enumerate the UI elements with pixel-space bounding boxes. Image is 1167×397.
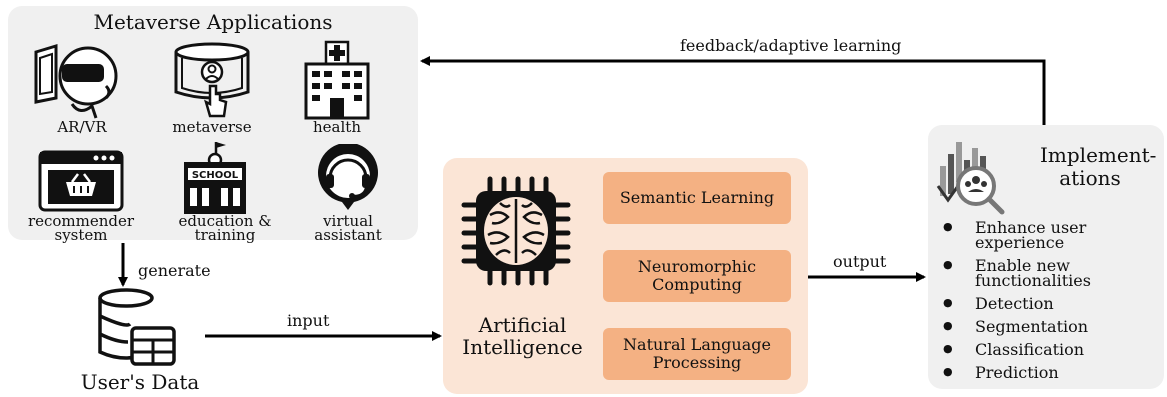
impl-item-1: Enable new functionalities: [975, 256, 1091, 291]
ai-module-neuromorphic-computing: Neuromorphic Computing: [603, 250, 791, 302]
app-label-recommender: recommender system: [27, 212, 135, 245]
list-item: Enhance user experience: [943, 218, 1105, 253]
ai-module-neuromorphic-label: Neuromorphic Computing: [637, 256, 757, 294]
metaverse-title: Metaverse Applications: [93, 10, 333, 34]
impl-item-2: Detection: [975, 294, 1054, 314]
impl-item-0: Enhance user experience: [975, 218, 1087, 253]
impl-item-5: Prediction: [975, 363, 1059, 383]
list-item: Segmentation: [943, 319, 1105, 335]
database-table-icon: [98, 288, 176, 366]
school-icon: SCHOOL: [184, 142, 246, 214]
list-item: Prediction: [943, 365, 1105, 381]
metaverse-touch-icon: [174, 42, 250, 118]
output-label: output: [833, 252, 887, 271]
brain-chip-icon: [461, 176, 571, 286]
impl-item-3: Segmentation: [975, 317, 1089, 337]
app-label-education: education & training: [178, 212, 272, 245]
app-label-virtual-assistant: virtual assistant: [314, 212, 382, 245]
svg-text:SCHOOL: SCHOOL: [192, 170, 239, 181]
user-data-label: User's Data: [80, 370, 200, 394]
list-item: Enable new functionalities: [943, 258, 1105, 289]
hospital-icon: [304, 40, 370, 120]
impl-item-4: Classification: [975, 340, 1085, 360]
shopping-basket-screen-icon: [38, 150, 124, 212]
app-label-metaverse: metaverse: [172, 118, 252, 136]
implementations-title-text: Implement- ations: [1040, 143, 1157, 190]
input-label: input: [287, 311, 330, 330]
list-item: Detection: [943, 296, 1105, 312]
implementations-list: Enhance user experience Enable new funct…: [943, 218, 1105, 388]
ai-title-text: Artificial Intelligence: [462, 313, 583, 359]
app-label-health: health: [313, 118, 361, 136]
ai-module-nlp: Natural Language Processing: [603, 328, 791, 380]
ai-module-nlp-label: Natural Language Processing: [623, 334, 771, 372]
generate-label: generate: [138, 261, 211, 280]
ai-module-semantic-learning: Semantic Learning: [603, 172, 791, 224]
vr-headset-icon: [34, 43, 118, 119]
list-item: Classification: [943, 342, 1105, 358]
feedback-label: feedback/adaptive learning: [680, 36, 902, 55]
app-label-ar-vr: AR/VR: [57, 118, 107, 136]
implementations-title: Implement- ations: [1026, 143, 1157, 190]
headset-assistant-icon: [318, 144, 378, 210]
analytics-search-icon: [936, 142, 1005, 215]
feedback-arrow: [420, 56, 1046, 125]
ai-title: Artificial Intelligence: [445, 314, 600, 358]
